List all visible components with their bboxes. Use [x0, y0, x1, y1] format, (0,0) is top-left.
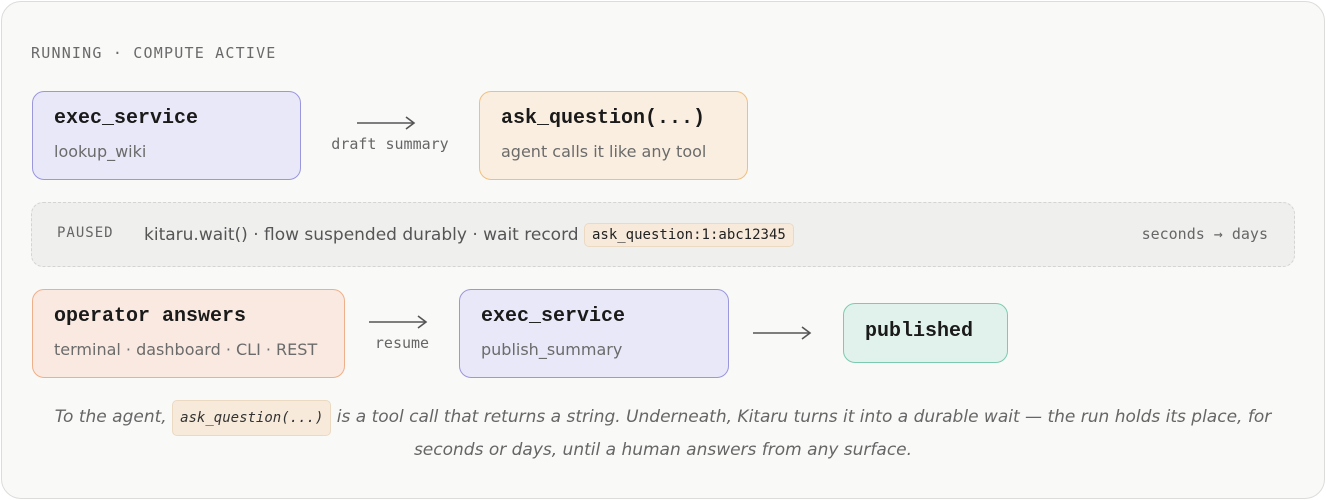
- paused-text: kitaru.wait() · flow suspended durably ·…: [144, 225, 579, 245]
- operator-answers-node: operator answers terminal · dashboard · …: [32, 289, 345, 378]
- arrow-to-published: [753, 326, 812, 340]
- node-title: published: [865, 320, 974, 343]
- node-subtitle: publish_summary: [481, 340, 623, 359]
- node-title: exec_service: [54, 107, 199, 130]
- paused-description: kitaru.wait() · flow suspended durably ·…: [144, 223, 794, 247]
- caption: To the agent, ask_question(...) is a too…: [40, 400, 1286, 464]
- caption-after: is a tool call that returns a string. Un…: [336, 407, 1272, 460]
- arrow-resume: [369, 315, 428, 329]
- published-node: published: [843, 303, 1008, 363]
- exec-service-publish-node: exec_service publish_summary: [459, 289, 729, 378]
- ask-question-node: ask_question(...) agent calls it like an…: [479, 91, 748, 180]
- node-subtitle: agent calls it like any tool: [501, 142, 707, 161]
- arrow-label-resume: resume: [374, 334, 430, 352]
- paused-range: seconds → days: [1141, 225, 1268, 243]
- run-status: RUNNING · COMPUTE ACTIVE: [31, 44, 277, 62]
- node-subtitle: terminal · dashboard · CLI · REST: [54, 340, 318, 359]
- paused-tag: PAUSED: [57, 225, 114, 241]
- exec-service-lookup-node: exec_service lookup_wiki: [32, 91, 301, 180]
- node-subtitle: lookup_wiki: [54, 142, 147, 161]
- caption-before: To the agent,: [54, 407, 167, 427]
- caption-code-chip: ask_question(...): [172, 400, 332, 436]
- arrow-label-draft-summary: draft summary: [331, 135, 449, 153]
- node-title: ask_question(...): [501, 107, 706, 130]
- node-title: exec_service: [481, 305, 626, 328]
- paused-band: PAUSED kitaru.wait() · flow suspended du…: [31, 202, 1295, 267]
- arrow-draft-summary: [357, 116, 416, 130]
- node-title: operator answers: [54, 305, 247, 328]
- wait-record-chip: ask_question:1:abc12345: [583, 223, 794, 247]
